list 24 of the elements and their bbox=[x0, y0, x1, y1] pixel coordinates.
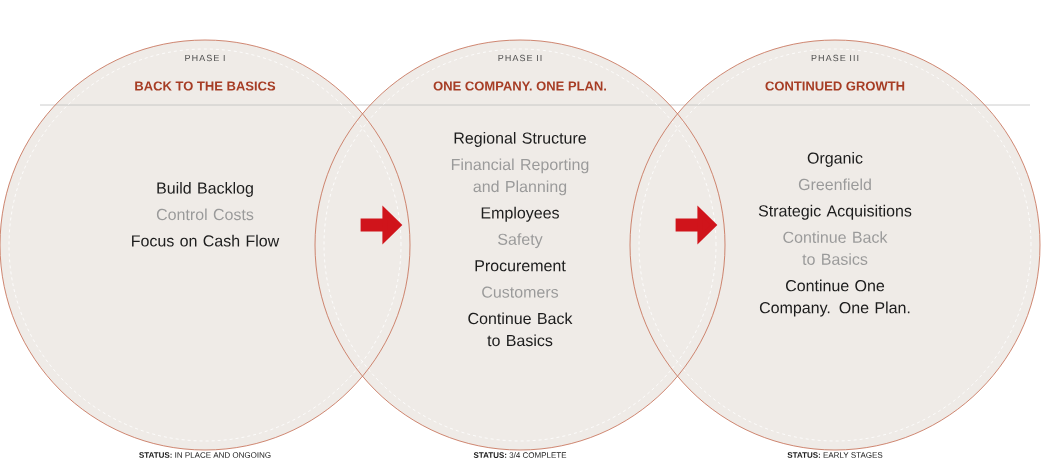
phase-item: Greenfield bbox=[798, 178, 871, 191]
phase-item: Procurement bbox=[475, 260, 566, 272]
phase-item: Organic bbox=[807, 152, 863, 167]
phase-item: Continue One Company. One Plan. bbox=[759, 279, 910, 317]
phase-item: Financial Reporting and Planning bbox=[451, 158, 589, 196]
phase-item: Build Backlog bbox=[157, 182, 253, 197]
status-text: STATUS: 3/4 COMPLETE bbox=[473, 452, 567, 458]
phase-label: PHASE III bbox=[811, 54, 859, 62]
phase-item: Continue Back to Basics bbox=[468, 312, 573, 347]
phase-item: Employees bbox=[481, 206, 559, 222]
phase-item: Customers bbox=[482, 286, 559, 298]
phase-item: Continue Back to Basics bbox=[783, 231, 888, 265]
status-text: STATUS: EARLY STAGES bbox=[787, 452, 883, 458]
phase-label: PHASE II bbox=[498, 54, 542, 62]
phase-item: Control Costs bbox=[156, 208, 254, 221]
phase-title: CONTINUED GROWTH bbox=[765, 81, 905, 91]
phase-title: BACK TO THE BASICS bbox=[135, 81, 276, 91]
status-text: STATUS: IN PLACE AND ONGOING bbox=[139, 452, 271, 458]
phase-item: Safety bbox=[498, 233, 543, 249]
phase-item: Focus on Cash Flow bbox=[132, 234, 280, 247]
phase-title: ONE COMPANY. ONE PLAN. bbox=[433, 81, 606, 91]
phase-label: PHASE I bbox=[185, 54, 225, 62]
phase-item: Regional Structure bbox=[454, 132, 586, 147]
phase-item: Strategic Acquisitions bbox=[758, 204, 912, 220]
